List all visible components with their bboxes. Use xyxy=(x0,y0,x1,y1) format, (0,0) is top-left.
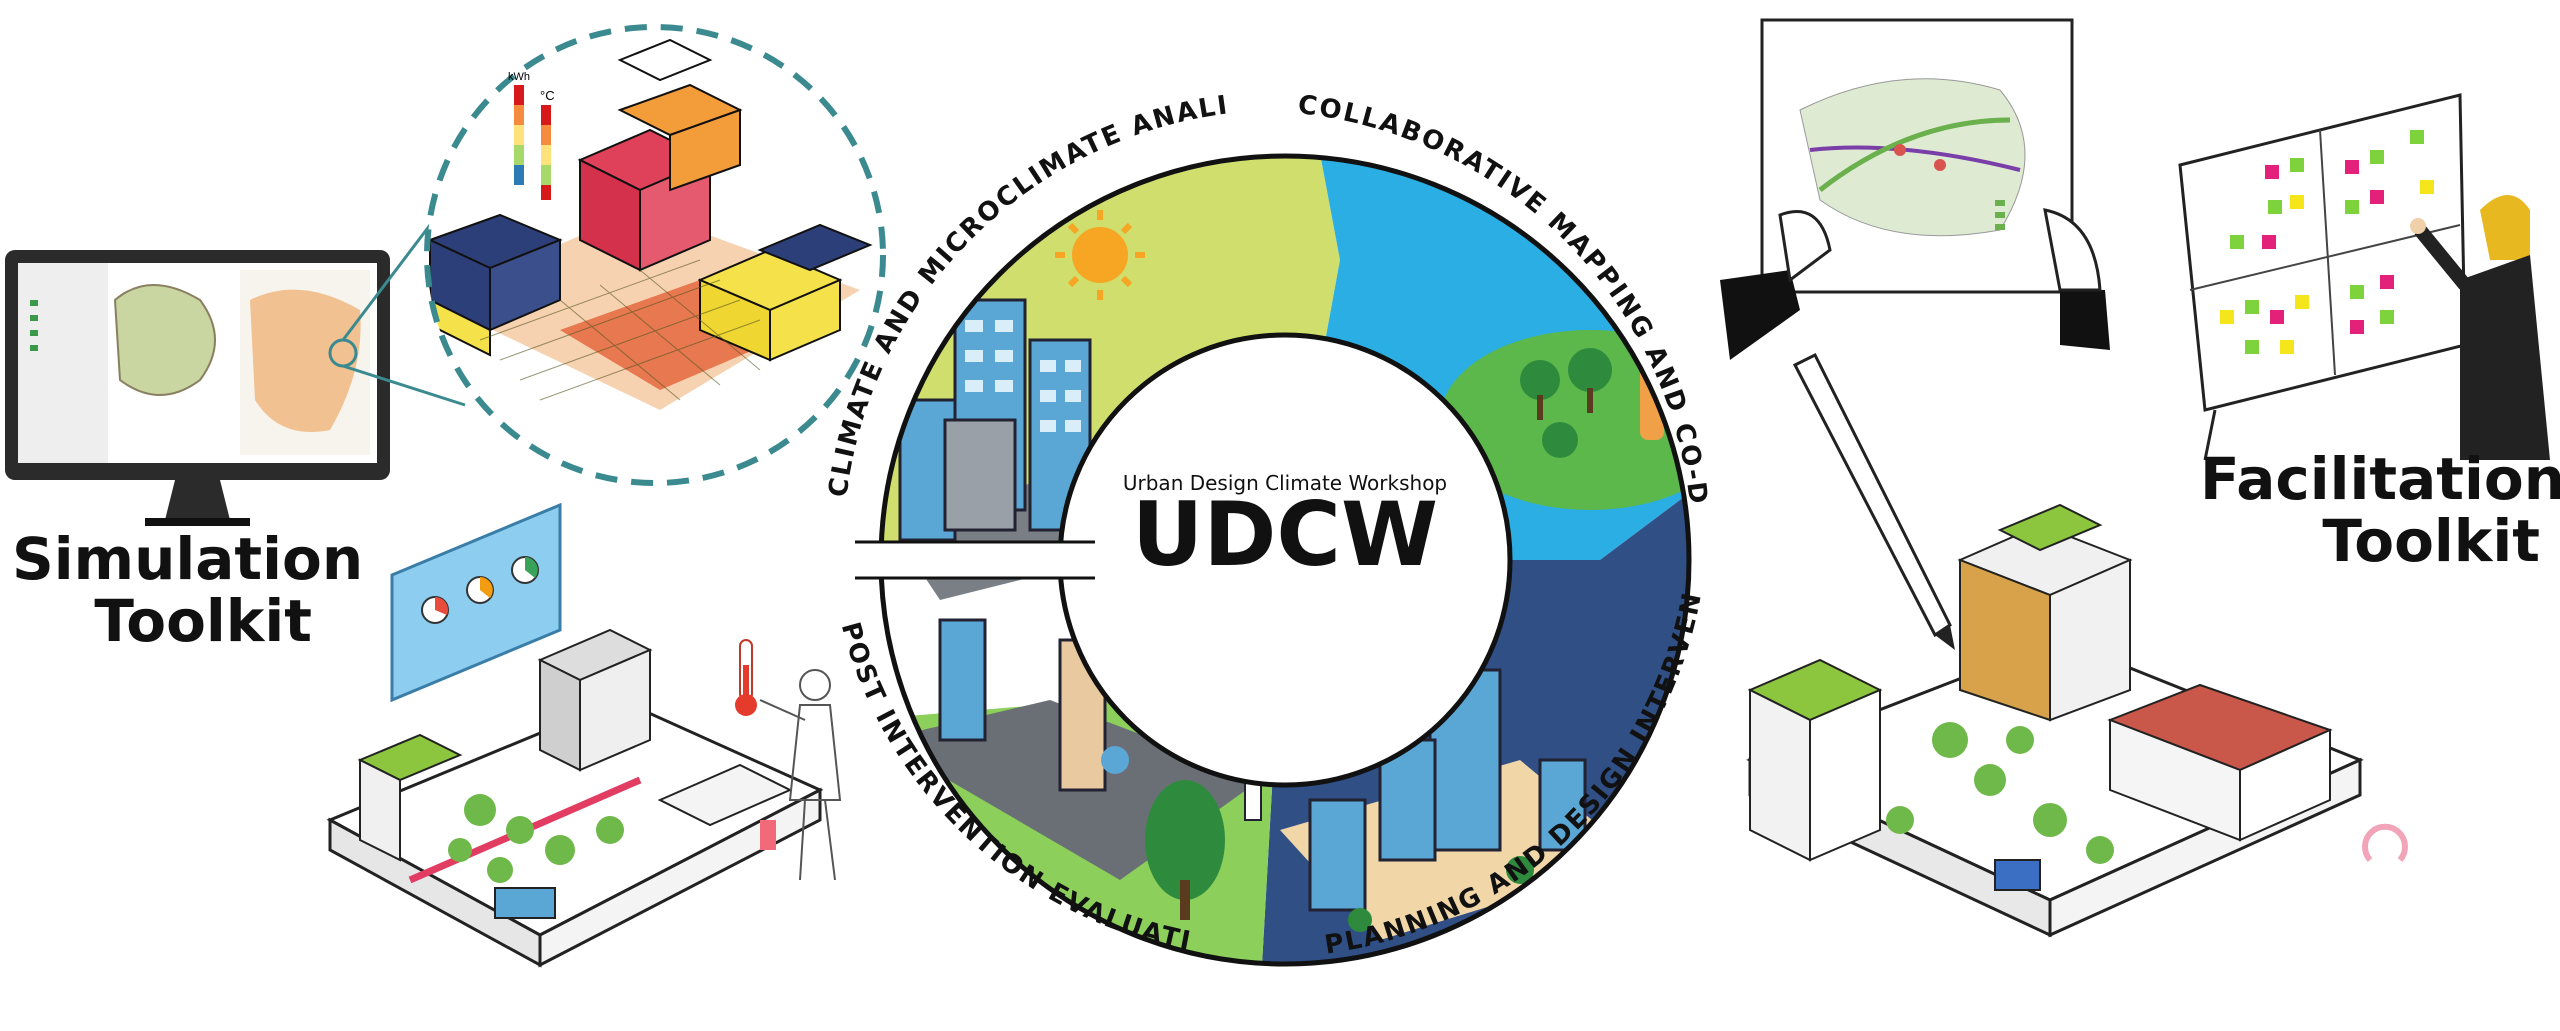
sun-icon xyxy=(1055,210,1145,300)
legend-unit-kwh: kWh xyxy=(508,71,530,83)
person-left xyxy=(759,669,842,881)
hand-icon xyxy=(1720,208,2110,360)
ring-gap xyxy=(855,542,1095,578)
map-board xyxy=(1760,18,2074,294)
buildings-climate xyxy=(898,298,1100,600)
center-title: UDCW xyxy=(1132,483,1438,586)
facilitation-toolkit-line1: Facilitation xyxy=(2200,445,2560,513)
simulation-toolkit-line2: Toolkit xyxy=(94,587,312,655)
person-facilitator xyxy=(2410,195,2550,460)
pen-icon xyxy=(1792,352,1955,650)
facilitation-toolkit-line2: Toolkit xyxy=(2322,507,2540,575)
legend-unit-celsius: °C xyxy=(540,88,555,103)
zoom-line-bottom xyxy=(342,364,466,407)
left-city-illustration xyxy=(326,628,824,968)
zoom-legend: kWh °C xyxy=(508,71,555,200)
pie-chart-icon xyxy=(390,502,562,703)
thermometer-icon xyxy=(735,639,757,716)
simulation-toolkit-label: Simulation Toolkit xyxy=(12,525,364,655)
zoom-detail: kWh °C xyxy=(424,24,886,486)
monitor-icon xyxy=(5,250,390,526)
planning-scene xyxy=(1280,668,1640,940)
sticky-note-board xyxy=(2178,93,2467,461)
right-city-illustration xyxy=(1746,503,2408,938)
zoom-line-top xyxy=(341,224,432,341)
cycle-ring xyxy=(881,156,1689,964)
simulation-toolkit-line1: Simulation xyxy=(12,525,364,593)
facilitation-toolkit-label: Facilitation Toolkit xyxy=(2200,445,2560,575)
center-subtitle: Urban Design Climate Workshop xyxy=(1123,471,1447,495)
